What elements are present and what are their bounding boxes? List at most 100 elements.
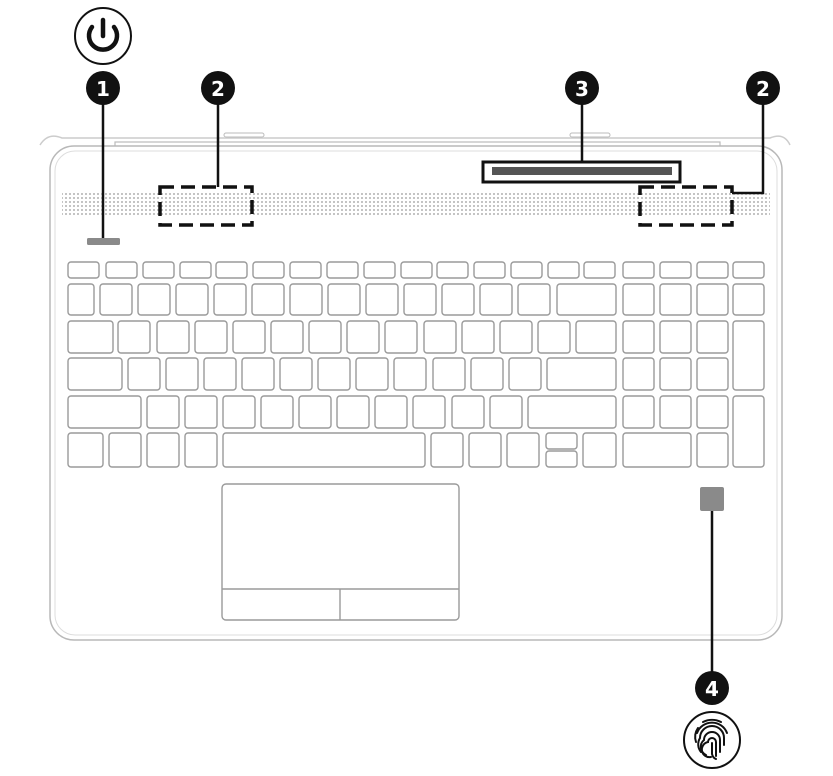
key[interactable] xyxy=(622,432,692,468)
key[interactable] xyxy=(582,432,617,468)
key[interactable] xyxy=(696,357,729,391)
key[interactable] xyxy=(510,261,543,279)
key[interactable] xyxy=(508,357,542,391)
key[interactable] xyxy=(365,283,399,316)
key[interactable] xyxy=(441,283,475,316)
key[interactable] xyxy=(527,395,617,429)
key[interactable] xyxy=(67,320,114,354)
key[interactable] xyxy=(622,261,655,279)
key[interactable] xyxy=(215,261,248,279)
key[interactable] xyxy=(363,261,396,279)
key[interactable] xyxy=(696,261,729,279)
key[interactable] xyxy=(252,261,285,279)
key[interactable] xyxy=(451,395,485,429)
key[interactable] xyxy=(393,357,427,391)
key[interactable] xyxy=(260,395,294,429)
key[interactable] xyxy=(546,357,617,391)
key[interactable] xyxy=(732,283,765,316)
touchpad[interactable] xyxy=(221,483,460,621)
key[interactable] xyxy=(436,261,469,279)
key[interactable] xyxy=(732,395,765,468)
key[interactable] xyxy=(545,432,578,450)
key[interactable] xyxy=(622,283,655,316)
key[interactable] xyxy=(241,357,275,391)
key[interactable] xyxy=(696,283,729,316)
key[interactable] xyxy=(506,432,540,468)
key[interactable] xyxy=(583,261,616,279)
key[interactable] xyxy=(67,432,104,468)
key[interactable] xyxy=(517,283,551,316)
key[interactable] xyxy=(470,357,504,391)
key[interactable] xyxy=(127,357,161,391)
key[interactable] xyxy=(537,320,571,354)
key[interactable] xyxy=(622,357,655,391)
key[interactable] xyxy=(355,357,389,391)
key[interactable] xyxy=(289,261,322,279)
key[interactable] xyxy=(403,283,437,316)
key[interactable] xyxy=(346,320,380,354)
key[interactable] xyxy=(659,261,692,279)
key[interactable] xyxy=(696,395,729,429)
key[interactable] xyxy=(179,261,212,279)
key[interactable] xyxy=(400,261,433,279)
key[interactable] xyxy=(430,432,464,468)
key[interactable] xyxy=(384,320,418,354)
key[interactable] xyxy=(67,395,142,429)
key[interactable] xyxy=(105,261,138,279)
key[interactable] xyxy=(556,283,617,316)
key[interactable] xyxy=(142,261,175,279)
key[interactable] xyxy=(622,395,655,429)
key[interactable] xyxy=(99,283,133,316)
key[interactable] xyxy=(659,320,692,354)
key[interactable] xyxy=(732,261,765,279)
key[interactable] xyxy=(423,320,457,354)
key[interactable] xyxy=(175,283,209,316)
key[interactable] xyxy=(545,450,578,468)
key[interactable] xyxy=(659,283,692,316)
key[interactable] xyxy=(184,395,218,429)
key[interactable] xyxy=(146,395,180,429)
fingerprint-reader[interactable] xyxy=(700,487,724,511)
key[interactable] xyxy=(222,395,256,429)
key[interactable] xyxy=(156,320,190,354)
key[interactable] xyxy=(659,395,692,429)
key[interactable] xyxy=(412,395,446,429)
key[interactable] xyxy=(473,261,506,279)
key[interactable] xyxy=(327,283,361,316)
key[interactable] xyxy=(575,320,617,354)
key[interactable] xyxy=(479,283,513,316)
key[interactable] xyxy=(184,432,218,468)
key[interactable] xyxy=(232,320,266,354)
key[interactable] xyxy=(336,395,370,429)
key[interactable] xyxy=(432,357,466,391)
key[interactable] xyxy=(696,432,729,468)
key[interactable] xyxy=(289,283,323,316)
key[interactable] xyxy=(146,432,180,468)
key[interactable] xyxy=(326,261,359,279)
key[interactable] xyxy=(659,357,692,391)
key[interactable] xyxy=(67,283,95,316)
key[interactable] xyxy=(468,432,502,468)
key[interactable] xyxy=(696,320,729,354)
power-button[interactable] xyxy=(87,238,120,245)
key[interactable] xyxy=(67,261,100,279)
key[interactable] xyxy=(165,357,199,391)
key[interactable] xyxy=(374,395,408,429)
key[interactable] xyxy=(489,395,523,429)
key[interactable] xyxy=(137,283,171,316)
key[interactable] xyxy=(117,320,151,354)
key[interactable] xyxy=(108,432,142,468)
key[interactable] xyxy=(547,261,580,279)
key[interactable] xyxy=(279,357,313,391)
key[interactable] xyxy=(222,432,426,468)
key[interactable] xyxy=(251,283,285,316)
key[interactable] xyxy=(67,357,123,391)
key[interactable] xyxy=(461,320,495,354)
key[interactable] xyxy=(213,283,247,316)
key[interactable] xyxy=(317,357,351,391)
key[interactable] xyxy=(308,320,342,354)
key[interactable] xyxy=(298,395,332,429)
key[interactable] xyxy=(194,320,228,354)
key[interactable] xyxy=(622,320,655,354)
key[interactable] xyxy=(499,320,533,354)
